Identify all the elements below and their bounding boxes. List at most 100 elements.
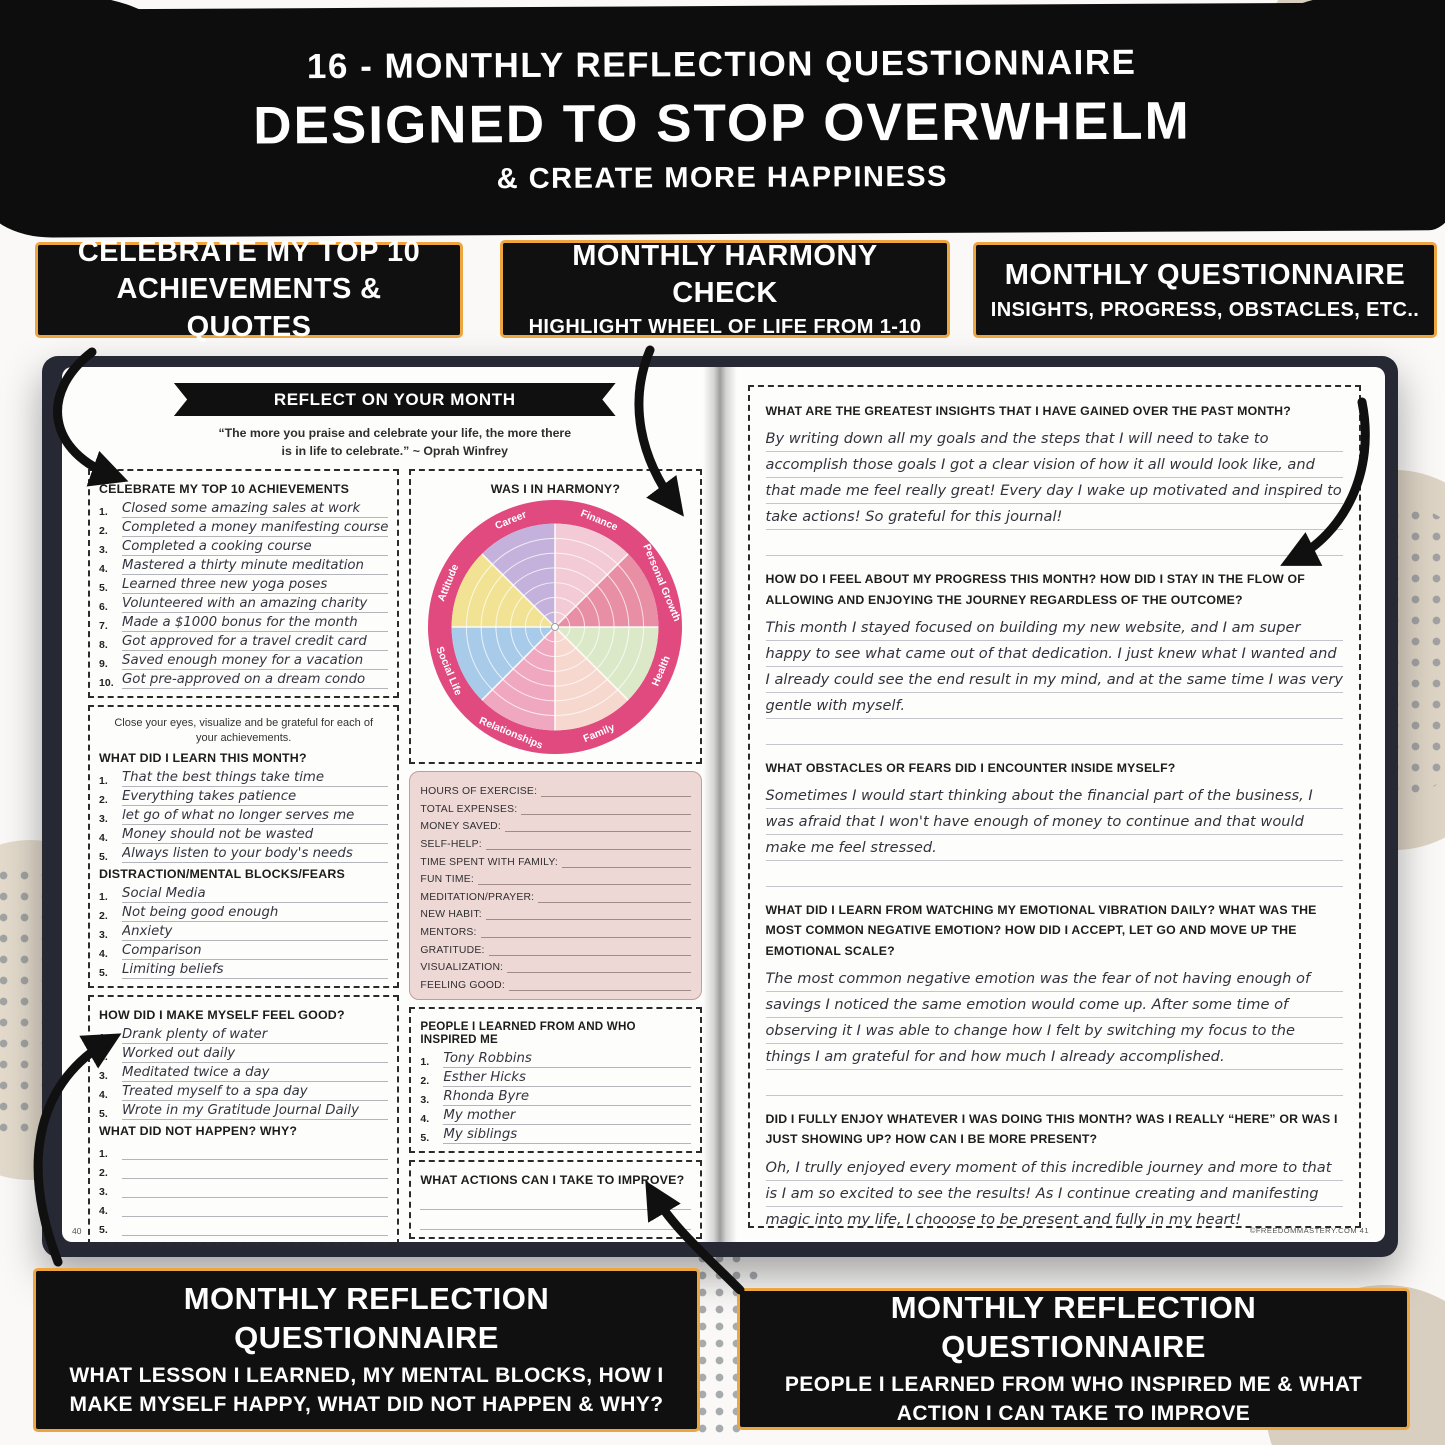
item-text: My mother xyxy=(443,1108,691,1125)
achievement-item: Learned three new yoga poses xyxy=(99,575,389,594)
question-text: HOW DO I FEEL ABOUT MY PROGRESS THIS MON… xyxy=(765,572,1306,607)
qa-entry: WHAT OBSTACLES OR FEARS DID I ENCOUNTER … xyxy=(765,758,1343,888)
tracker-fill-line xyxy=(485,849,691,851)
item-text: Worked out daily xyxy=(122,1046,389,1064)
item-text: Comparison xyxy=(122,943,389,961)
nothappen-title: WHAT DID NOT HAPPEN? WHY? xyxy=(99,1124,298,1139)
item-number xyxy=(99,910,122,922)
tracker-row: MENTORS: xyxy=(420,920,691,938)
sector-personal-growth xyxy=(555,553,659,627)
item-text: Wrote in my Gratitude Journal Daily xyxy=(122,1103,389,1121)
nothappen-list xyxy=(99,1141,389,1237)
item-number xyxy=(99,601,122,613)
callout-title: MONTHLY REFLECTION QUESTIONNAIRE xyxy=(183,1281,550,1356)
nothappen-item xyxy=(99,1198,389,1218)
blocks-title: DISTRACTION/MENTAL BLOCKS/FEARS xyxy=(99,867,345,882)
quote-line2: is in life to celebrate.” ~ Oprah Winfre… xyxy=(281,443,508,458)
answer-text: By writing down all my goals and the ste… xyxy=(765,426,1343,557)
item-text xyxy=(122,1215,389,1218)
item-text: That the best things take time xyxy=(122,770,389,788)
tracker-fill-line xyxy=(508,989,691,991)
item-number xyxy=(99,1186,122,1198)
item-text: Completed a money manifesting course xyxy=(122,519,389,537)
tracker-fill-line xyxy=(485,919,691,921)
item-text: Meditated twice a day xyxy=(122,1065,389,1083)
item-number xyxy=(99,1032,122,1044)
tracker-label: HOURS OF EXERCISE: xyxy=(420,786,538,798)
block-item: Comparison xyxy=(99,941,389,961)
item-number xyxy=(99,563,122,575)
item-text: My siblings xyxy=(443,1127,691,1144)
item-number xyxy=(99,851,122,863)
blank-line xyxy=(420,1190,691,1210)
callout-top-harmony: MONTHLY HARMONY CHECK HIGHLIGHT WHEEL OF… xyxy=(500,240,950,338)
item-number xyxy=(420,1113,443,1125)
questionnaire-box: WHAT ARE THE GREATEST INSIGHTS THAT I HA… xyxy=(747,385,1361,1228)
callout-subtitle: INSIGHTS, PROGRESS, OBSTACLES, ETC.. xyxy=(990,298,1420,321)
item-number xyxy=(99,929,122,941)
person-item: My siblings xyxy=(420,1125,691,1144)
item-number xyxy=(99,813,122,825)
callout-subtitle: WHAT LESSON I LEARNED, MY MENTAL BLOCKS,… xyxy=(69,1363,664,1417)
item-number xyxy=(99,891,122,903)
item-text: Saved enough money for a vacation xyxy=(122,653,389,670)
achievement-item: Volunteered with an amazing charity xyxy=(99,594,389,613)
person-item: Tony Robbins xyxy=(420,1049,691,1068)
item-text: Volunteered with an amazing charity xyxy=(122,596,389,613)
item-number xyxy=(99,775,122,787)
journal: REFLECT ON YOUR MONTH “The more you prai… xyxy=(42,356,1398,1257)
tracker-label: MONEY SAVED: xyxy=(420,821,501,833)
feelgood-item: Drank plenty of water xyxy=(99,1025,389,1045)
wheel-of-life-svg: Finance Personal Growth Health Family Re… xyxy=(428,499,683,754)
actions-section: WHAT ACTIONS CAN I TAKE TO IMPROVE? xyxy=(409,1159,702,1239)
callout-subtitle: ACHIEVEMENTS & QUOTES xyxy=(116,272,382,343)
achievement-item: Completed a cooking course xyxy=(99,537,389,556)
header-tagline: & CREATE MORE HAPPINESS xyxy=(496,160,949,196)
tracker-label: VISUALIZATION: xyxy=(420,962,504,974)
tracker-fill-line xyxy=(521,813,691,815)
item-number xyxy=(420,1075,443,1087)
item-number xyxy=(99,1070,122,1082)
item-number xyxy=(99,506,122,518)
tracker-label: TOTAL EXPENSES: xyxy=(420,803,518,815)
learn-item: Everything takes patience xyxy=(99,787,389,807)
callout-subtitle: PEOPLE I LEARNED FROM WHO INSPIRED ME & … xyxy=(784,1372,1363,1426)
item-text xyxy=(122,1177,389,1180)
block-item: Anxiety xyxy=(99,922,389,942)
reflect-banner: REFLECT ON YOUR MONTH xyxy=(173,383,616,416)
person-item: Rhonda Byre xyxy=(420,1087,691,1106)
item-number xyxy=(99,1108,122,1120)
item-number xyxy=(420,1132,443,1144)
item-text: Social Media xyxy=(122,886,389,904)
callout-bottom-left: MONTHLY REFLECTION QUESTIONNAIRE WHAT LE… xyxy=(33,1268,700,1432)
tracker-fill-line xyxy=(538,901,691,903)
tracker-label: TIME SPENT WITH FAMILY: xyxy=(420,856,558,868)
tracker-label: MENTORS: xyxy=(420,927,477,938)
tracker-fill-line xyxy=(541,796,691,798)
left-column: CELEBRATE MY TOP 10 ACHIEVEMENTS Closed … xyxy=(88,468,400,1246)
visualize-note: Close your eyes, visualize and be gratef… xyxy=(114,716,374,744)
answer-text: Sometimes I would start thinking about t… xyxy=(765,783,1343,888)
tracker-row: MONEY SAVED: xyxy=(420,815,691,833)
tracker-row: NEW HABIT: xyxy=(420,903,691,921)
nothappen-item xyxy=(99,1141,389,1161)
header-banner: 16 - MONTHLY REFLECTION QUESTIONNAIRE DE… xyxy=(0,2,1445,238)
item-number xyxy=(99,658,122,670)
item-number xyxy=(420,1056,443,1068)
learn-blocks-section: Close your eyes, visualize and be gratef… xyxy=(88,704,400,989)
block-item: Limiting beliefs xyxy=(99,960,389,980)
harmony-section: WAS I IN HARMONY? xyxy=(409,468,702,764)
achievement-item: Completed a money manifesting course xyxy=(99,518,389,537)
tracker-fill-line xyxy=(488,954,691,956)
person-item: My mother xyxy=(420,1106,691,1125)
tracker-row: GRATITUDE: xyxy=(420,938,691,956)
actions-title: WHAT ACTIONS CAN I TAKE TO IMPROVE? xyxy=(420,1172,685,1187)
harmony-title: WAS I IN HARMONY? xyxy=(490,481,621,496)
question-text: WHAT DID I LEARN FROM WATCHING MY EMOTIO… xyxy=(765,903,1317,958)
item-text: Everything takes patience xyxy=(122,789,389,807)
tracker-label: SELF-HELP: xyxy=(420,839,482,851)
sector-relationships xyxy=(482,626,556,731)
tracker-row: FUN TIME: xyxy=(420,868,691,886)
item-text: Made a $1000 bonus for the month xyxy=(122,615,389,632)
item-number xyxy=(99,1224,122,1236)
